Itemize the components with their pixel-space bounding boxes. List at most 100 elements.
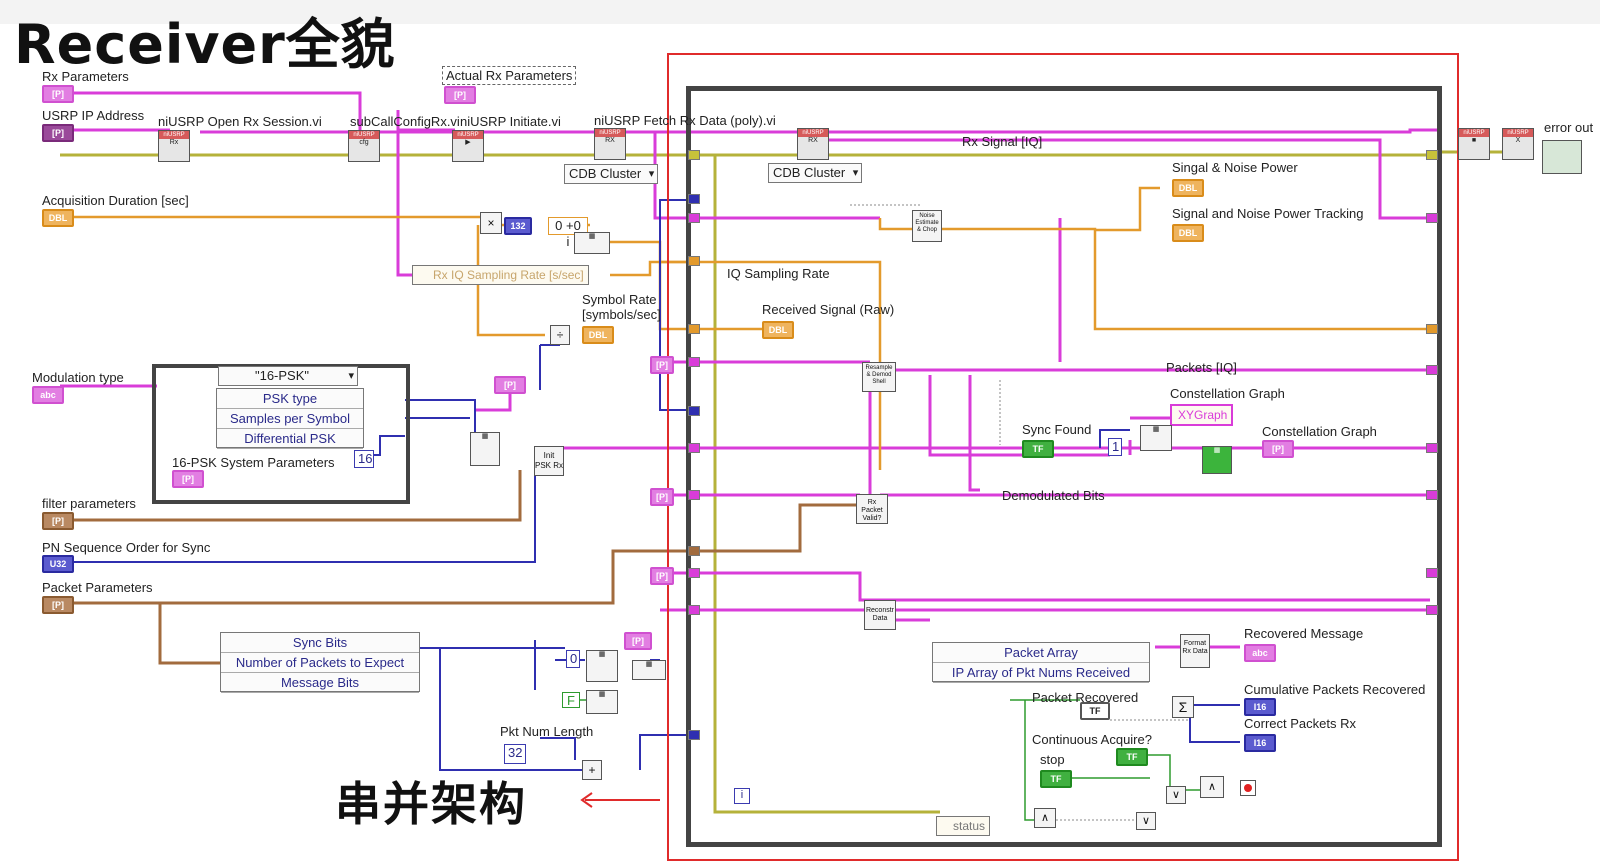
- usrp-ip-terminal[interactable]: [P]: [42, 124, 74, 142]
- received-signal-terminal[interactable]: DBL: [762, 321, 794, 339]
- psk-row: PSK type: [217, 389, 363, 409]
- psk-bundler[interactable]: PSK type Samples per Symbol Differential…: [216, 388, 364, 449]
- init-psk-rx-node[interactable]: Init PSK Rx: [534, 446, 564, 476]
- loop-stop-terminal[interactable]: [1240, 780, 1256, 796]
- resample-demod-node[interactable]: Resample & Demod Shell: [862, 362, 896, 392]
- continuous-acquire-terminal[interactable]: TF: [1116, 748, 1148, 766]
- packet-recovered-terminal[interactable]: TF: [1080, 702, 1110, 720]
- packets-iq-label: Packets [IQ]: [1166, 360, 1237, 375]
- noise-estimate-node[interactable]: Noise Estimate & Chop: [912, 210, 942, 242]
- cumulative-packets-terminal[interactable]: I16: [1244, 698, 1276, 716]
- bundle-node[interactable]: ▦: [470, 432, 500, 466]
- packet-row: Number of Packets to Expect: [221, 653, 419, 673]
- format-rx-data-node[interactable]: Format Rx Data: [1180, 634, 1210, 668]
- loop-tunnel: [688, 730, 700, 740]
- loop-tunnel: [1426, 568, 1438, 578]
- stop-button-terminal[interactable]: TF: [1040, 770, 1072, 788]
- psk-row: Samples per Symbol: [217, 409, 363, 429]
- noise-tracking-terminal[interactable]: DBL: [1172, 224, 1204, 242]
- const-1[interactable]: 1: [1108, 438, 1122, 456]
- xygraph-property[interactable]: XYGraph: [1170, 404, 1234, 426]
- acq-duration-terminal[interactable]: DBL: [42, 209, 74, 227]
- packet-parameters-terminal[interactable]: [P]: [42, 596, 74, 614]
- array-init-node[interactable]: ▦: [574, 232, 610, 254]
- cdb-cluster-2[interactable]: CDB Cluster: [768, 163, 863, 183]
- filter-cluster-terminal[interactable]: [P]: [494, 376, 526, 394]
- sync-found-label: Sync Found: [1022, 422, 1092, 437]
- initiate-label: niUSRP Initiate.vi: [460, 114, 561, 129]
- packet-info-terminal[interactable]: [P]: [624, 632, 652, 650]
- cdb-cluster-1[interactable]: CDB Cluster: [564, 164, 659, 184]
- loop-tunnel: [688, 213, 700, 223]
- sum-node[interactable]: Σ: [1172, 696, 1194, 718]
- constellation-graph-2-label: Constellation Graph: [1262, 424, 1377, 439]
- noise-power-terminal[interactable]: DBL: [1172, 179, 1204, 197]
- array-node-1[interactable]: ▦: [586, 650, 618, 682]
- filter-parameters-terminal[interactable]: [P]: [42, 512, 74, 530]
- rx-packet-valid-node[interactable]: Rx Packet Valid?: [856, 494, 888, 524]
- tunnel-cluster-terminal[interactable]: [P]: [650, 356, 674, 374]
- psk-row: Differential PSK: [217, 429, 363, 449]
- actual-rx-params-terminal[interactable]: [P]: [444, 86, 476, 104]
- not-node[interactable]: ∧: [1200, 776, 1224, 798]
- continuous-acquire-label: Continuous Acquire?: [1032, 732, 1152, 747]
- loop-tunnel: [688, 406, 700, 416]
- i32-convert[interactable]: 132: [504, 217, 532, 235]
- loop-tunnel: [1426, 365, 1438, 375]
- bundle-xy-node[interactable]: ▦: [1202, 446, 1232, 474]
- actual-rx-params-label: Actual Rx Parameters: [442, 66, 577, 85]
- or-node[interactable]: ∨: [1166, 786, 1186, 804]
- status-unbundle[interactable]: status: [936, 816, 991, 836]
- fetch-rx-label: niUSRP Fetch Rx Data (poly).vi: [594, 113, 776, 128]
- error-out-indicator[interactable]: [1542, 140, 1582, 174]
- array-node-2[interactable]: ▦: [586, 690, 618, 714]
- add-node[interactable]: +: [582, 760, 602, 780]
- while-loop-frame[interactable]: [686, 86, 1442, 847]
- symbol-rate-indicator[interactable]: DBL: [582, 326, 614, 344]
- config-rx-label: subCallConfigRx.vi: [350, 114, 460, 129]
- tunnel-cluster-terminal[interactable]: [P]: [650, 567, 674, 585]
- rx-signal-label: Rx Signal [IQ]: [962, 134, 1043, 149]
- page-title: Receiver全貌: [14, 13, 396, 76]
- initiate-vi[interactable]: niUSRP▶: [452, 130, 484, 162]
- multiply-node[interactable]: ×: [480, 212, 502, 234]
- tunnel-cluster-terminal[interactable]: [P]: [650, 488, 674, 506]
- recovered-message-terminal[interactable]: abc: [1244, 644, 1276, 662]
- false-constant[interactable]: F: [562, 692, 580, 708]
- complex-constant[interactable]: 0 +0 i: [548, 217, 588, 249]
- sync-found-terminal[interactable]: TF: [1022, 440, 1054, 458]
- psk-system-params-terminal[interactable]: [P]: [172, 470, 204, 488]
- iq-sampling-rate-label: IQ Sampling Rate: [727, 266, 830, 281]
- reconstruct-data-node[interactable]: Reconstr Data: [864, 600, 896, 630]
- loop-tunnel: [688, 324, 700, 334]
- divide-node[interactable]: ÷: [550, 325, 570, 345]
- packet-parameters-label: Packet Parameters: [42, 580, 153, 595]
- pn-sequence-terminal[interactable]: U32: [42, 555, 74, 573]
- constellation-graph-terminal[interactable]: [P]: [1262, 440, 1294, 458]
- rx-parameters-terminal[interactable]: [P]: [42, 85, 74, 103]
- received-signal-label: Received Signal (Raw): [762, 302, 895, 317]
- loop-tunnel: [1426, 213, 1438, 223]
- recovered-message-label: Recovered Message: [1244, 626, 1364, 641]
- close-session-vi[interactable]: niUSRP■: [1458, 128, 1490, 160]
- and-node[interactable]: ∧: [1034, 808, 1056, 828]
- bundle-node-2[interactable]: ▦: [632, 660, 666, 680]
- packet-array-row: Packet Array: [933, 643, 1149, 663]
- rx-iq-sampling-rate-property[interactable]: Rx IQ Sampling Rate [s/sec]: [412, 265, 589, 285]
- modulation-type-terminal[interactable]: abc: [32, 386, 64, 404]
- const-16[interactable]: 16: [354, 450, 374, 468]
- packet-bundler[interactable]: Sync Bits Number of Packets to Expect Me…: [220, 632, 420, 693]
- loop-tunnel: [688, 605, 700, 615]
- or-node-2[interactable]: ∨: [1136, 812, 1156, 830]
- const-32[interactable]: 32: [504, 744, 526, 764]
- correct-packets-terminal[interactable]: I16: [1244, 734, 1276, 752]
- const-zero[interactable]: 0: [566, 650, 580, 668]
- psk-case-selector[interactable]: "16-PSK": [218, 366, 358, 386]
- index-array-node[interactable]: ▦: [1140, 425, 1172, 451]
- packet-array-unbundler[interactable]: Packet Array IP Array of Pkt Nums Receiv…: [932, 642, 1150, 683]
